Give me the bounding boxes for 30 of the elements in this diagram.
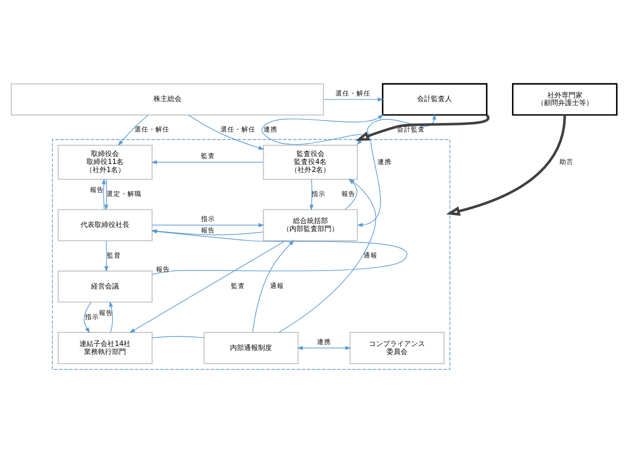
node-box: 経営会議 [58, 270, 153, 302]
node-box: 総合統括部 （内部監査部門） [262, 208, 358, 241]
arrow [102, 178, 106, 210]
arrow [278, 178, 376, 332]
connector [152, 336, 204, 338]
node-box: 株主総会 [10, 83, 324, 115]
arrow [344, 178, 358, 210]
arrow [104, 178, 108, 210]
node-box: コンプライアンス 委員会 [350, 331, 445, 364]
node-box: 監査役会 監査役4名 （社外2名） [262, 144, 358, 180]
arrow [84, 301, 92, 333]
arrow [252, 239, 294, 332]
arrow [151, 160, 264, 164]
arrow [109, 300, 114, 332]
node-box: 内部通報制度 [204, 331, 299, 364]
arrow [152, 222, 264, 227]
node-box: 取締役会 取締役11名 （社外1名） [58, 144, 153, 180]
arrow [356, 114, 490, 140]
arrow [104, 240, 108, 272]
arrow [297, 345, 352, 350]
arrow [323, 96, 384, 101]
arrow [446, 114, 566, 216]
node-box: 社外専門家 （顧問弁護士等） [512, 82, 618, 116]
node-box: 連結子会社14社 業務執行部門 [58, 331, 153, 364]
arrow [310, 178, 314, 210]
node-box: 会計監査人 [382, 82, 488, 116]
arrow [129, 240, 286, 333]
node-box: 代表取締役社長 [58, 208, 153, 241]
arrow [188, 114, 264, 150]
arrow [118, 114, 149, 146]
